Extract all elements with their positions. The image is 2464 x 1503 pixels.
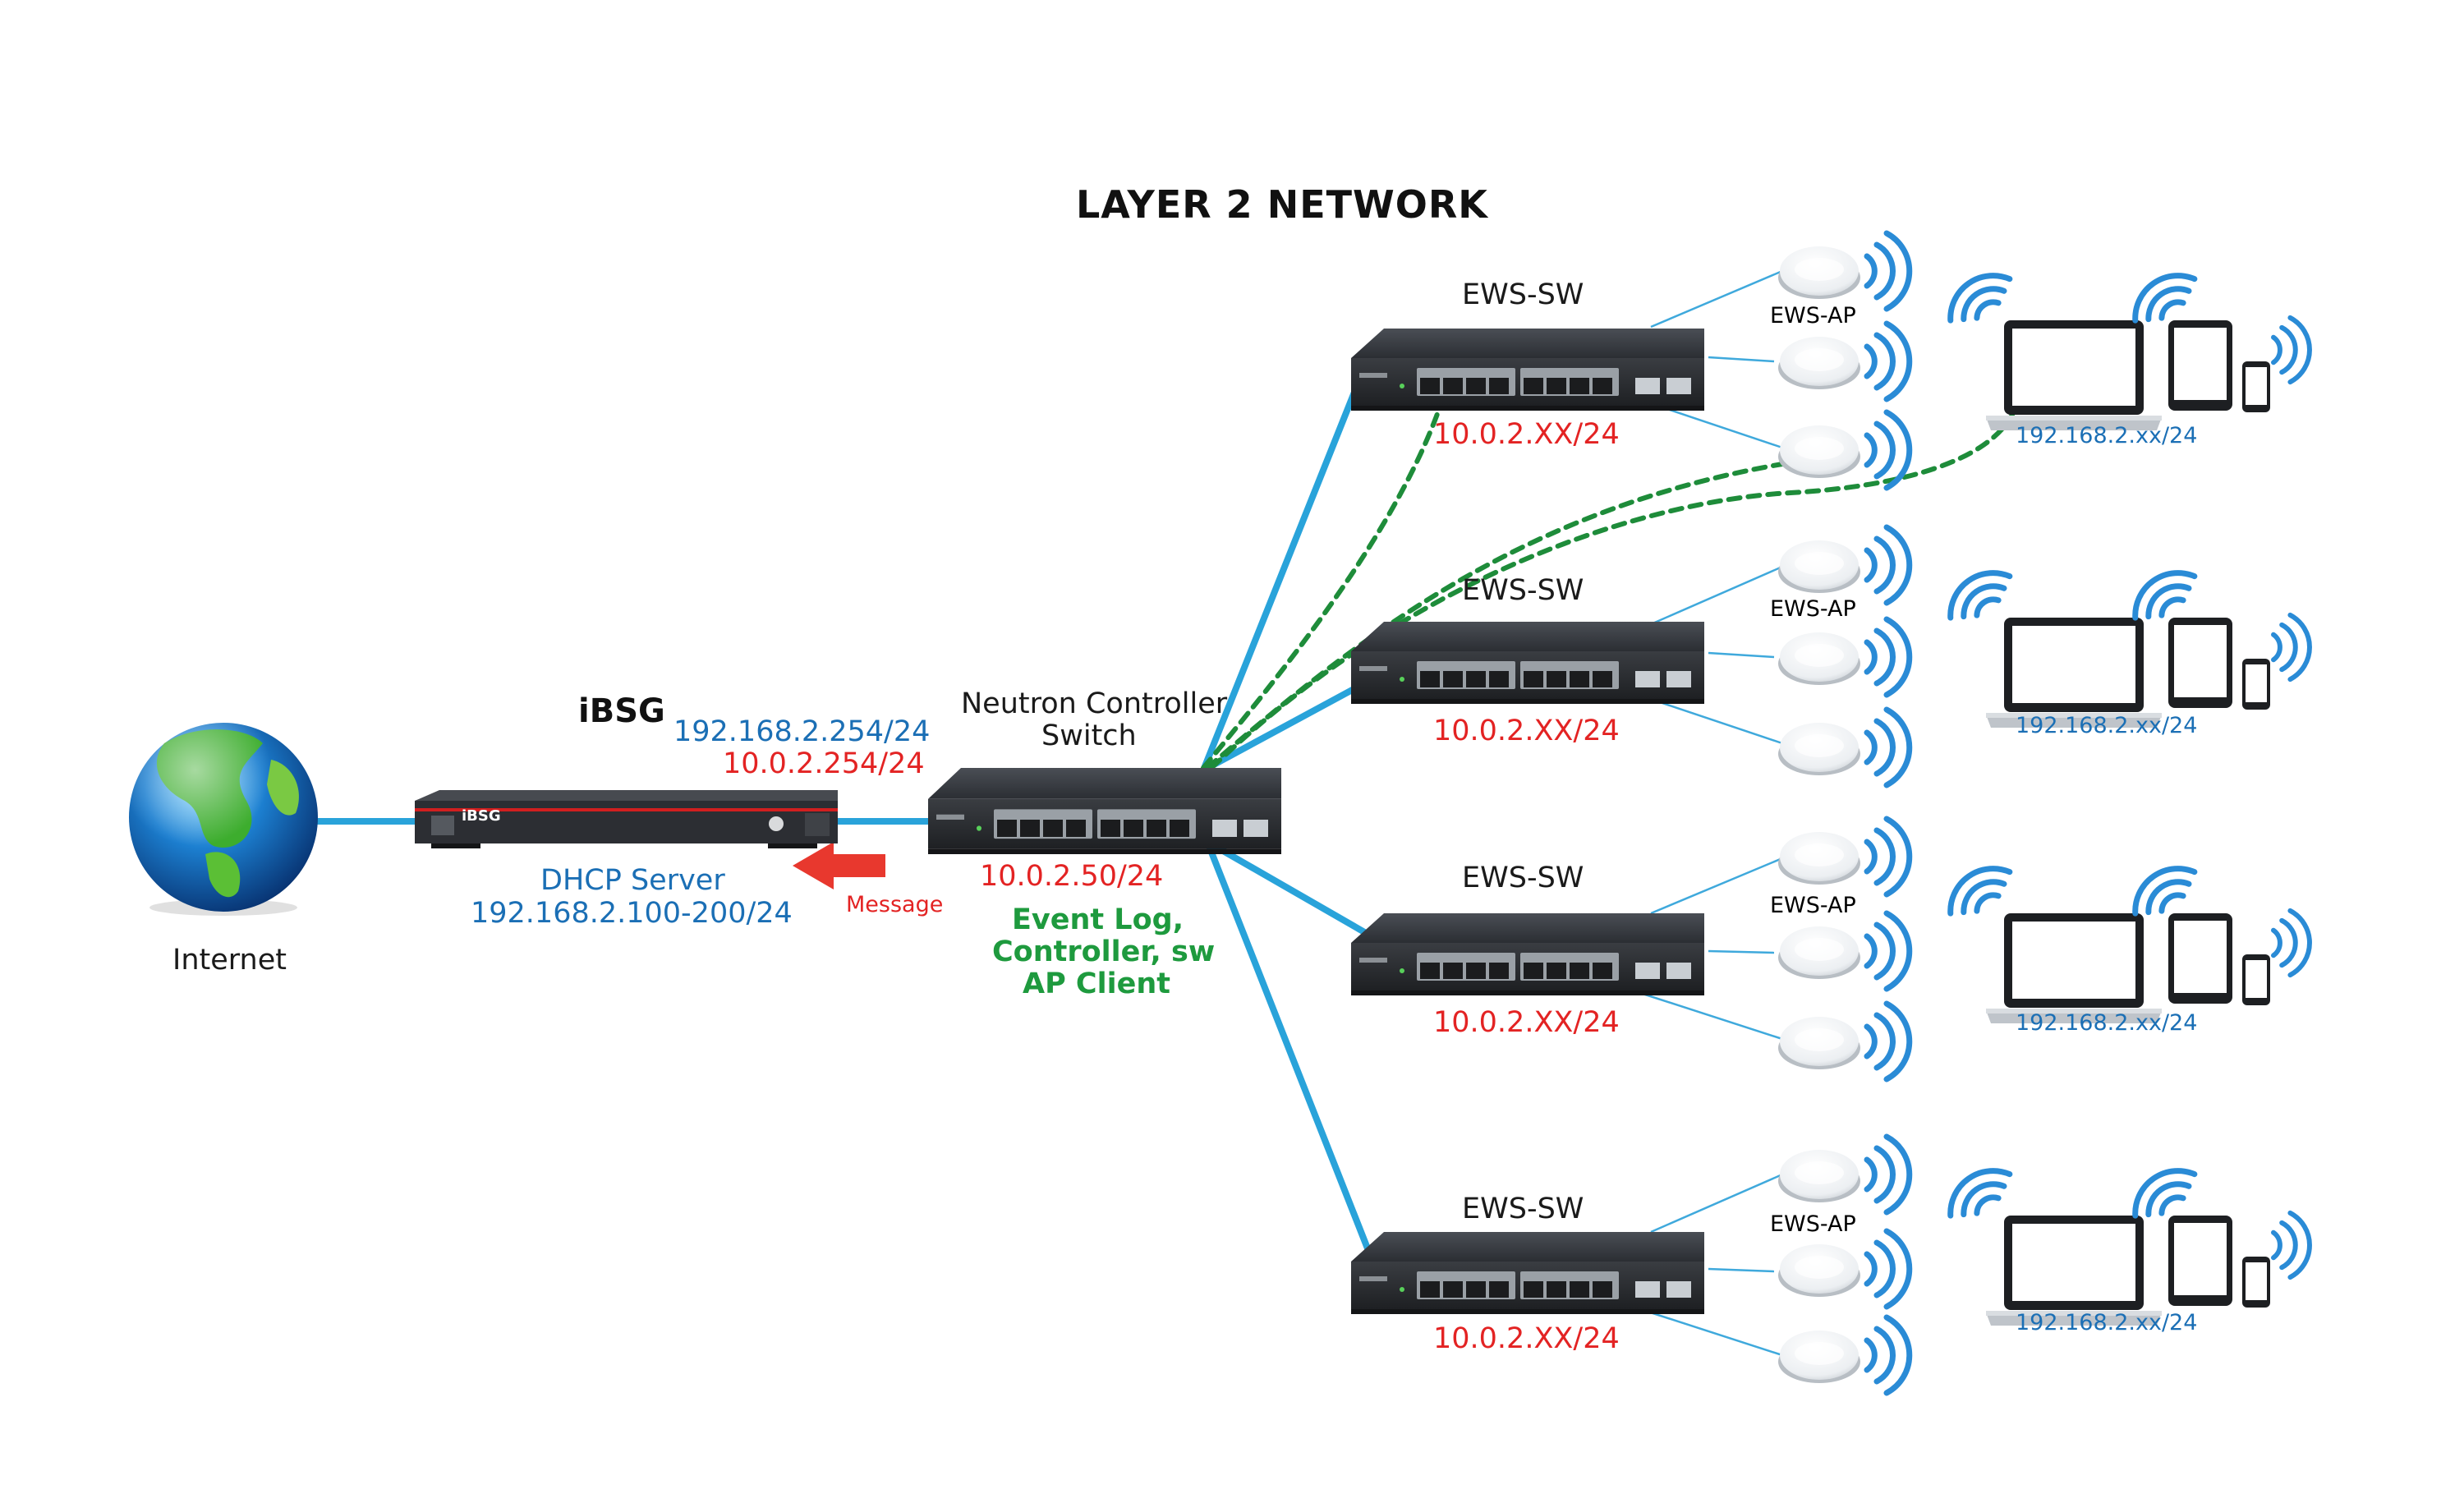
- access-point-icon: [1778, 233, 1910, 309]
- controller-name-line2: Switch: [1041, 719, 1137, 752]
- switch-icon: [1351, 1232, 1704, 1314]
- ews-sw-label: EWS-SW: [1462, 862, 1584, 894]
- client-ip: 192.168.2.xx/24: [2016, 1310, 2198, 1335]
- client-ip: 192.168.2.xx/24: [2016, 713, 2198, 738]
- access-point-icon: [1778, 527, 1910, 603]
- client-devices-group: [1939, 1158, 2310, 1326]
- ews-ap-label: EWS-AP: [1770, 1211, 1856, 1237]
- access-point-icon: [1778, 710, 1910, 785]
- router-icon: [415, 790, 838, 848]
- ibsg-name: iBSG: [578, 692, 665, 730]
- globe-icon: [129, 723, 318, 916]
- controller-ip: 10.0.2.50/24: [980, 860, 1164, 893]
- diagram-title: LAYER 2 NETWORK: [1076, 182, 1488, 227]
- controller-functions-line3: AP Client: [1023, 968, 1170, 1000]
- controller-functions-line1: Event Log,: [1012, 903, 1184, 936]
- controller-name-line1: Neutron Controller: [961, 687, 1228, 720]
- uplink-lines: [309, 387, 1375, 1252]
- access-point-icon: [1778, 1317, 1910, 1393]
- ews-sw-ip: 10.0.2.XX/24: [1433, 1006, 1620, 1039]
- ews-sw-ip: 10.0.2.XX/24: [1433, 418, 1620, 451]
- access-point-icon: [1778, 1004, 1910, 1079]
- ews-sw-label: EWS-SW: [1462, 1193, 1584, 1225]
- ap-links: [1642, 269, 1783, 1357]
- ews-sw-label: EWS-SW: [1462, 574, 1584, 607]
- controller-switch-icon: [928, 768, 1281, 854]
- ibsg-lan-ip: 192.168.2.254/24: [673, 715, 931, 748]
- dhcp-range: 192.168.2.100-200/24: [471, 897, 793, 930]
- access-point-icon: [1778, 913, 1910, 989]
- switch-icon: [1351, 329, 1704, 411]
- ews-ap-label: EWS-AP: [1770, 893, 1856, 918]
- client-devices-group: [1939, 263, 2310, 430]
- access-point-icon: [1778, 819, 1910, 894]
- ews-sw-label: EWS-SW: [1462, 278, 1584, 311]
- message-label: Message: [846, 892, 944, 917]
- client-ip: 192.168.2.xx/24: [2016, 423, 2198, 448]
- ews-ap-label: EWS-AP: [1770, 596, 1856, 622]
- client-devices-group: [1939, 560, 2310, 728]
- switch-icon: [1351, 913, 1704, 995]
- dhcp-server-title: DHCP Server: [540, 864, 725, 897]
- arrow-left-icon: [793, 842, 885, 889]
- access-point-icon: [1778, 1137, 1910, 1212]
- internet-label: Internet: [172, 944, 287, 977]
- controller-functions-line2: Controller, sw: [992, 935, 1216, 968]
- ews-ap-label: EWS-AP: [1770, 303, 1856, 329]
- client-devices-group: [1939, 856, 2310, 1023]
- access-point-icon: [1778, 324, 1910, 399]
- ews-sw-ip: 10.0.2.XX/24: [1433, 1322, 1620, 1355]
- client-ip: 192.168.2.xx/24: [2016, 1010, 2198, 1036]
- ibsg-device-badge: iBSG: [462, 807, 501, 825]
- access-point-icon: [1778, 619, 1910, 695]
- ibsg-mgmt-ip: 10.0.2.254/24: [723, 747, 925, 780]
- access-point-icon: [1778, 1231, 1910, 1307]
- ews-sw-ip: 10.0.2.XX/24: [1433, 715, 1620, 747]
- switch-icon: [1351, 622, 1704, 704]
- access-point-icon: [1778, 412, 1910, 488]
